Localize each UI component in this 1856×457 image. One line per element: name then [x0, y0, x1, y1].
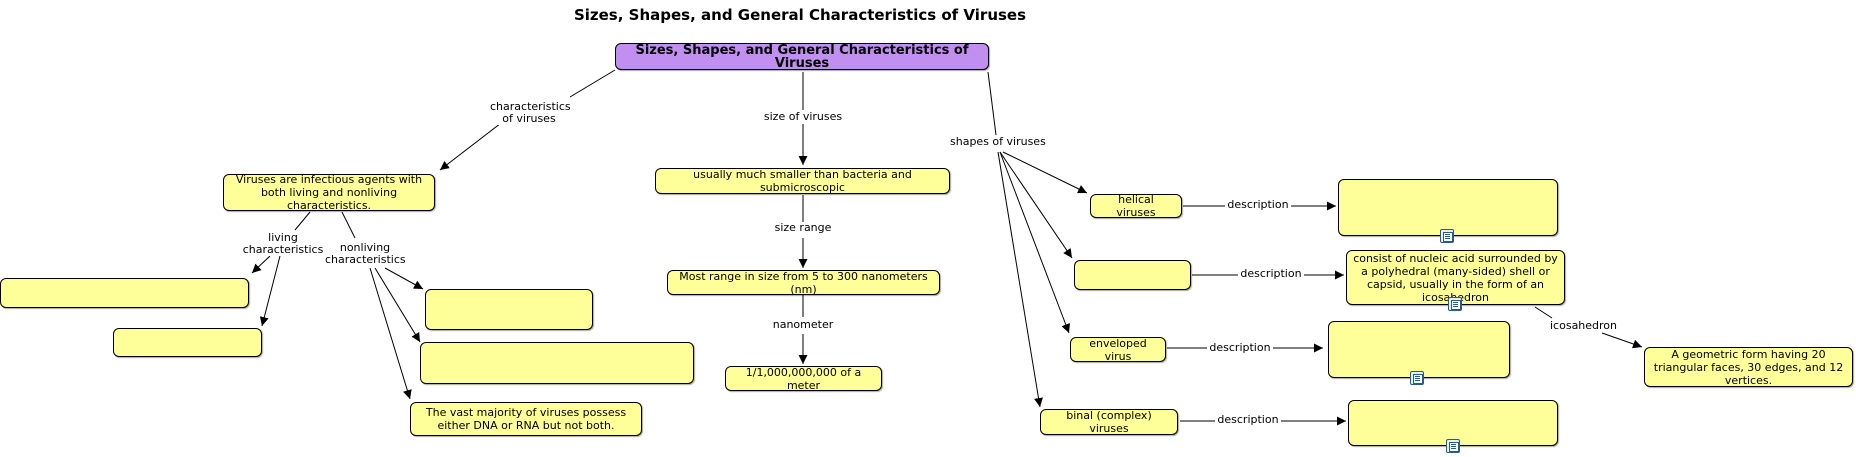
link-label-size: size of viruses [763, 110, 843, 123]
concept-nonliving-empty-2[interactable] [420, 342, 694, 384]
concept-enveloped-description[interactable] [1328, 321, 1510, 378]
link-label-nanometer: nanometer [768, 319, 838, 331]
concept-living-empty-2[interactable] [113, 328, 262, 357]
concept-binal-description[interactable] [1348, 400, 1558, 446]
document-icon[interactable] [1448, 297, 1462, 311]
concept-polyhedral-description[interactable]: consist of nucleic acid surrounded by a … [1346, 250, 1565, 305]
link-label-description-polyhedral: description [1238, 268, 1304, 280]
link-label-shapes: shapes of viruses [950, 135, 1046, 148]
concept-binal-viruses[interactable]: binal (complex) viruses [1040, 409, 1178, 435]
document-icon[interactable] [1410, 371, 1424, 385]
link-label-characteristics: characteristics of viruses [490, 100, 571, 125]
link-label-description-helical: description [1225, 199, 1291, 211]
concept-living-empty-1[interactable] [0, 278, 249, 308]
concept-nonliving-empty-1[interactable] [425, 289, 593, 330]
concept-helical-viruses[interactable]: helical viruses [1090, 193, 1182, 219]
document-icon[interactable] [1446, 439, 1460, 453]
link-label-description-enveloped: description [1207, 342, 1273, 354]
concept-infectious-agents[interactable]: Viruses are infectious agents with both … [223, 173, 435, 212]
link-label-nonliving: nonliving characteristics [325, 241, 406, 266]
concept-polyhedral-empty[interactable] [1074, 260, 1191, 290]
concept-smaller-than-bacteria[interactable]: usually much smaller than bacteria and s… [655, 168, 950, 194]
link-label-size-range: size range [768, 222, 838, 234]
concept-enveloped-virus[interactable]: enveloped virus [1070, 337, 1166, 363]
concept-size-range[interactable]: Most range in size from 5 to 300 nanomet… [667, 270, 940, 296]
document-icon[interactable] [1440, 229, 1454, 243]
concept-nanometer-definition[interactable]: 1/1,000,000,000 of a meter [725, 366, 882, 392]
link-label-description-binal: description [1215, 414, 1281, 426]
concept-dna-or-rna[interactable]: The vast majority of viruses possess eit… [410, 402, 642, 436]
concept-helical-description[interactable] [1338, 179, 1558, 236]
concept-icosahedron-definition[interactable]: A geometric form having 20 triangular fa… [1644, 347, 1853, 387]
root-concept[interactable]: Sizes, Shapes, and General Characteristi… [615, 43, 989, 70]
page-title: Sizes, Shapes, and General Characteristi… [573, 6, 1027, 24]
link-label-living: living characteristics [242, 231, 324, 256]
link-label-icosahedron: icosahedron [1550, 319, 1618, 332]
